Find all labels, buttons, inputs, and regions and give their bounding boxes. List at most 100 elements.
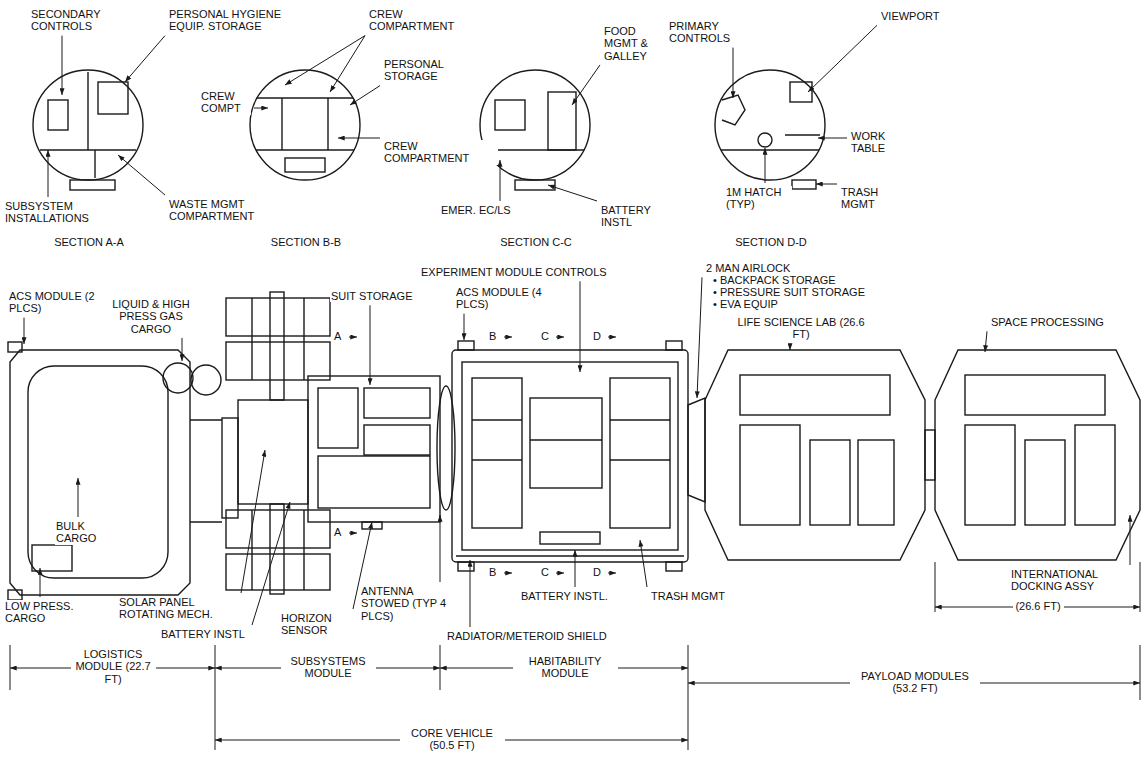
subsystem-box [70, 180, 115, 190]
leader-line [608, 337, 616, 338]
module-hull [452, 350, 688, 562]
callout-label: • EVA EQUIP [712, 298, 782, 310]
process-rack [1025, 440, 1065, 525]
leader-line [440, 515, 441, 582]
callout-label: FOOD MGMT & GALLEY [603, 25, 670, 62]
rack-shelf [472, 420, 670, 460]
leader-line [349, 533, 357, 534]
process-rack [1075, 425, 1115, 525]
leader-line [790, 344, 791, 350]
docking-port [925, 430, 935, 480]
leader-line [349, 337, 357, 338]
leader-line [608, 573, 616, 574]
module-hull [308, 376, 440, 522]
lab-rack [740, 425, 800, 525]
leader-line [697, 277, 702, 398]
extension-line [935, 562, 1140, 612]
leader-line [500, 160, 501, 201]
leader-line [24, 318, 25, 344]
leader-line [285, 36, 365, 85]
callout-label: VIEWPORT [880, 10, 944, 22]
leader-line [464, 314, 465, 340]
partition [87, 72, 88, 150]
section-hull [250, 70, 360, 180]
callout-label: LOW PRESS. CARGO [4, 600, 89, 625]
leader-line [40, 568, 41, 597]
extension-line [10, 645, 1140, 750]
battery-box [540, 532, 600, 544]
callout-label: CORE VEHICLE (50.5 FT) [400, 727, 505, 752]
ecls-unit [495, 100, 525, 130]
leader-line [575, 550, 576, 587]
equipment-rack [318, 456, 430, 508]
equipment-rack [610, 378, 670, 528]
callout-label: • PRESSURE SUIT STORAGE [712, 286, 869, 298]
leader-line [330, 36, 365, 92]
callout-label: SUBSYSTEM INSTALLATIONS [4, 200, 119, 225]
callout-label: SECTION D-D [733, 236, 810, 248]
callout-label: A [333, 526, 346, 538]
callout-label: HORIZON SENSOR [280, 612, 350, 637]
leader-line [254, 108, 268, 109]
lab-rack [810, 440, 850, 525]
leader-line [78, 478, 79, 517]
solar-panel [226, 554, 330, 590]
solar-panel [226, 298, 330, 336]
cargo-tank [28, 366, 168, 578]
callout-label: C [540, 330, 553, 342]
flange [222, 418, 238, 518]
inner-wall [462, 362, 678, 550]
leader-line [548, 185, 597, 201]
low-pressure-tank [32, 545, 72, 571]
trash-box [792, 180, 816, 189]
section-hull [715, 70, 825, 180]
acs-module [458, 562, 474, 571]
panel-grid [252, 298, 304, 590]
line-art [8, 70, 1140, 750]
callout-label: A [333, 330, 346, 342]
solar-mast [270, 504, 284, 594]
partition [327, 98, 328, 150]
leader-line [241, 450, 265, 593]
callout-label: B [488, 330, 501, 342]
callout-label: LOGISTICS MODULE (22.7 FT) [71, 648, 156, 685]
callout-label: EXPERIMENT MODULE CONTROLS [420, 266, 611, 278]
storage-box [285, 158, 325, 172]
rotating-mech [238, 400, 308, 504]
waste-duct [94, 150, 95, 178]
module-hull [10, 350, 190, 595]
leader-line [556, 573, 564, 574]
callout-label: PERSONAL STORAGE [383, 58, 473, 83]
process-rack [965, 425, 1015, 525]
lab-rack [858, 440, 894, 525]
leader-line [118, 155, 165, 195]
leader-line [1130, 515, 1131, 565]
acs-module [666, 562, 682, 571]
callout-label: ACS MODULE (4 PLCS) [455, 286, 555, 311]
leader-line [816, 184, 837, 185]
leader-line [338, 138, 380, 139]
radiator [456, 555, 684, 556]
equipment-rack [364, 425, 430, 455]
callout-label: D [592, 566, 605, 578]
leader-line [818, 138, 847, 139]
equipment-rack [530, 398, 602, 488]
callout-label: ANTENNA STOWED (TYP 4 PLCS) [360, 585, 460, 622]
leader-line [252, 502, 290, 625]
acs-module [8, 342, 22, 352]
leader-line [504, 337, 512, 338]
deck-line [721, 149, 819, 150]
control-console [722, 95, 745, 125]
leader-line [350, 86, 380, 105]
callout-label: PAYLOAD MODULES (53.2 FT) [850, 670, 980, 695]
callout-label: WASTE MGMT COMPARTMENT [168, 198, 283, 223]
leader-line [62, 36, 63, 95]
callout-label: PRIMARY CONTROLS [668, 20, 748, 45]
leader-line [733, 48, 734, 98]
leader-line [504, 573, 512, 574]
hygiene-storage [98, 82, 128, 114]
callout-label: (26.6 FT) [1013, 600, 1064, 612]
leader-line [985, 331, 987, 352]
